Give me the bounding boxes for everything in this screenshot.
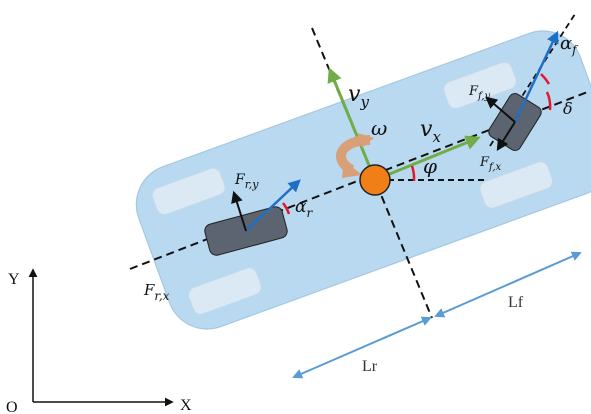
lf-label: Lf (508, 294, 524, 311)
omega-arrow-tail (358, 133, 374, 148)
vy-label: vy (348, 82, 369, 111)
rear-wheel-velocity-arrow (245, 179, 301, 232)
seat-rear-left (151, 167, 226, 216)
vx-label: vx (420, 117, 441, 146)
front-lateral-force-arrow (485, 96, 516, 123)
frx-label: Fr,x (143, 281, 170, 303)
delta-angle-arc (545, 91, 552, 111)
seat-front-right (479, 161, 554, 209)
origin-label: O (6, 399, 18, 414)
omega-arrow-head (342, 160, 362, 178)
lr-label: Lr (362, 358, 378, 375)
alpha-f-label: αf (560, 33, 579, 57)
alpha-f-angle-arc (540, 73, 551, 85)
front-longitudinal-force-arrow (496, 121, 516, 152)
center-of-gravity (359, 164, 391, 196)
front-wheel-axis (489, 13, 576, 147)
seat-rear-right (188, 267, 262, 315)
delta-label: δ (563, 99, 573, 118)
vx-arrow (374, 135, 481, 182)
alpha-r-angle-arc (281, 202, 291, 215)
car-body-group (135, 30, 591, 330)
omega-label: ω (371, 116, 387, 140)
phi-label: φ (423, 154, 437, 178)
ffx-label: Ff,x (479, 155, 502, 173)
alpha-r-label: αr (295, 197, 313, 220)
rear-lateral-force-arrow (231, 190, 247, 232)
x-axis-label: X (180, 397, 192, 414)
front-wheel-velocity-arrow (513, 30, 559, 123)
lf-dimension-arrow (434, 251, 582, 318)
seat-front-left (443, 61, 517, 110)
vy-arrow (327, 67, 377, 181)
fry-label: Fr,y (234, 172, 259, 191)
y-axis-label: Y (8, 271, 20, 288)
lr-dimension-arrow (292, 316, 432, 379)
phi-angle-arc (410, 165, 416, 182)
ffy-label: Ff,y (468, 84, 491, 102)
